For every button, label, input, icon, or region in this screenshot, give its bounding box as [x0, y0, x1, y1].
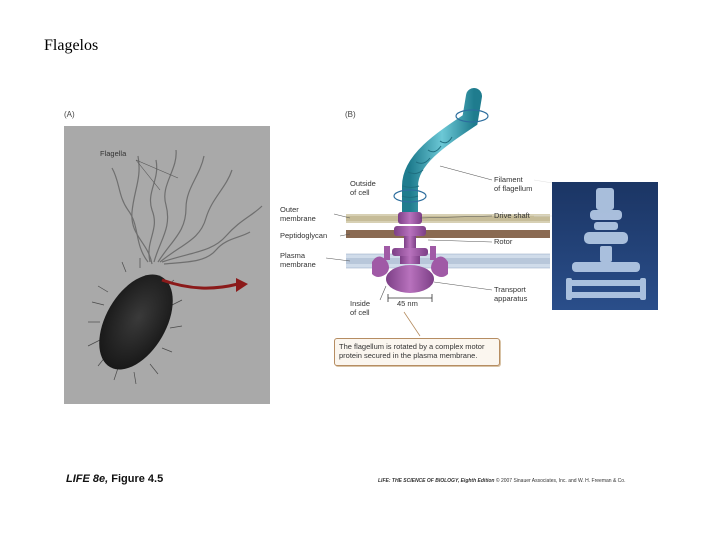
- peptidoglycan-label: Peptidoglycan: [280, 232, 327, 241]
- transport-label: Transport apparatus: [494, 286, 527, 303]
- credit-title: LIFE: THE SCIENCE OF BIOLOGY, Eighth Edi…: [378, 478, 494, 484]
- drive-shaft-label: Drive shaft: [494, 212, 530, 221]
- figure-prefix: LIFE 8e,: [66, 473, 108, 485]
- credit-line: LIFE: THE SCIENCE OF BIOLOGY, Eighth Edi…: [378, 478, 625, 484]
- caption-text: The flagellum is rotated by a complex mo…: [335, 339, 499, 363]
- plasma-membrane-label: Plasma membrane: [280, 252, 316, 269]
- motor-protein: [372, 212, 448, 293]
- panel-a-micrograph: [64, 126, 270, 404]
- caption-box: The flagellum is rotated by a complex mo…: [334, 338, 500, 366]
- outside-cell-label: Outside of cell: [350, 180, 376, 197]
- filament: [410, 96, 474, 212]
- credit-rest: © 2007 Sinauer Associates, Inc. and W. H…: [494, 478, 625, 484]
- peptidoglycan-layer: [346, 230, 550, 238]
- figure-caption: LIFE 8e, Figure 4.5: [66, 473, 163, 485]
- flagella-label: Flagella: [100, 150, 126, 159]
- rotor-label: Rotor: [494, 238, 512, 247]
- inside-cell-label: Inside of cell: [350, 300, 370, 317]
- filament-label: Filament of flagellum: [494, 176, 532, 193]
- micrograph-background: [64, 126, 270, 404]
- electron-micrograph: [552, 182, 658, 310]
- outer-membrane-label: Outer membrane: [280, 206, 316, 223]
- scale-label: 45 nm: [397, 300, 418, 309]
- figure-number: Figure 4.5: [108, 473, 163, 485]
